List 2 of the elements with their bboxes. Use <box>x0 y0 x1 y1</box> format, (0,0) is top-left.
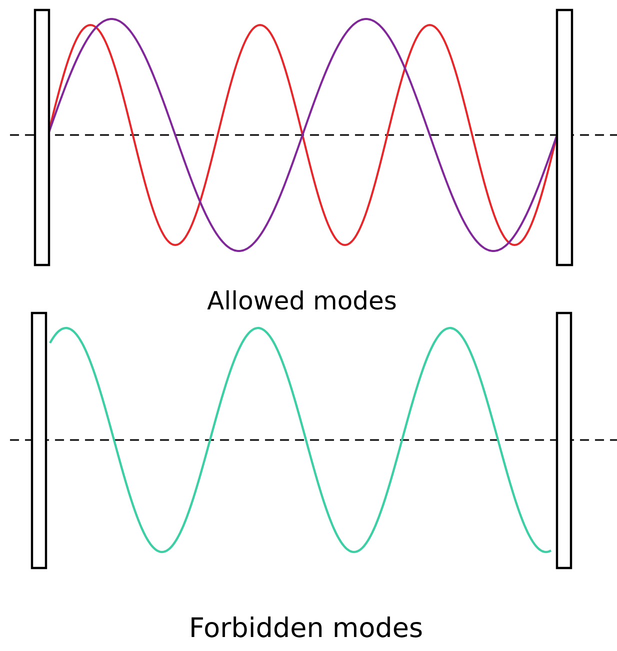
panel-caption: Allowed modes <box>207 290 396 310</box>
panel-caption: Forbidden modes <box>192 616 422 638</box>
